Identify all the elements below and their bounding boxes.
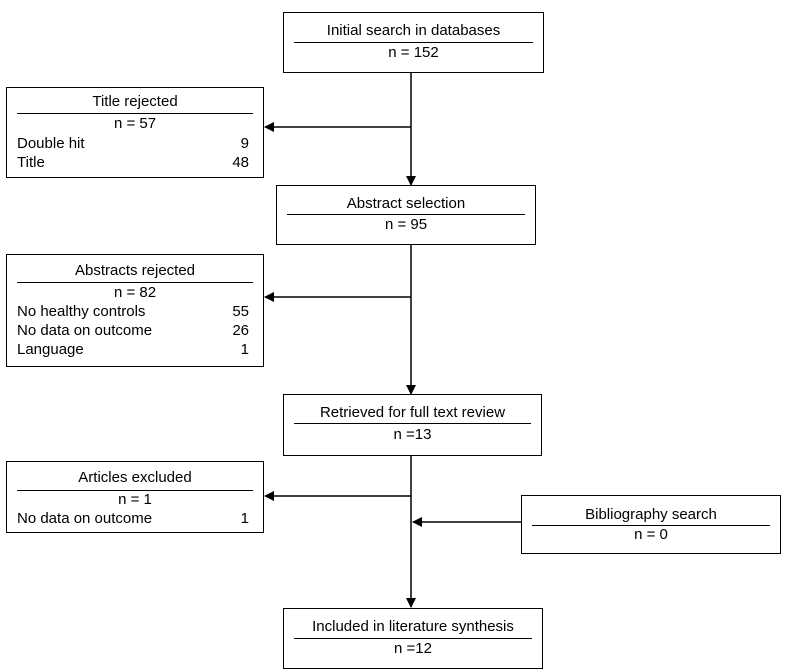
articles-excluded-box: Articles excluded n = 1 No data on outco… xyxy=(6,461,264,533)
title-rejected-title: Title rejected xyxy=(92,93,178,110)
initial-search-box: Initial search in databases n = 152 xyxy=(283,12,544,73)
abstracts-rejected-box: Abstracts rejected n = 82 No healthy con… xyxy=(6,254,264,367)
bibliography-search-divider xyxy=(532,525,770,526)
abstract-selection-title: Abstract selection xyxy=(346,195,466,212)
fulltext-review-title: Retrieved for full text review xyxy=(319,404,506,421)
fulltext-review-divider xyxy=(294,423,531,424)
abstract-selection-divider xyxy=(287,214,525,215)
included-synthesis-box: Included in literature synthesis n =12 xyxy=(283,608,543,669)
articles-excluded-divider xyxy=(17,490,253,491)
title-rejected-box: Title rejected n = 57 Double hit 9 Title… xyxy=(6,87,264,178)
included-synthesis-count: n =12 xyxy=(394,640,432,657)
initial-search-divider xyxy=(294,42,533,43)
list-item-value: 26 xyxy=(232,322,249,339)
list-item-value: 1 xyxy=(240,341,249,358)
list-item-label: No healthy controls xyxy=(17,303,146,320)
bibliography-search-title: Bibliography search xyxy=(585,506,717,523)
abstracts-rejected-divider xyxy=(17,282,253,283)
initial-search-count: n = 152 xyxy=(388,44,439,61)
title-rejected-count: n = 57 xyxy=(113,115,157,132)
title-rejected-divider xyxy=(17,113,253,114)
fulltext-review-box: Retrieved for full text review n =13 xyxy=(283,394,542,456)
list-item-label: Double hit xyxy=(17,135,85,152)
fulltext-review-count: n =13 xyxy=(393,426,432,443)
list-item-label: No data on outcome xyxy=(17,322,153,339)
abstract-selection-count: n = 95 xyxy=(384,216,428,233)
included-synthesis-divider xyxy=(294,638,532,639)
abstracts-rejected-title: Abstracts rejected xyxy=(74,262,196,279)
list-item-label: Language xyxy=(17,341,84,358)
list-item-label: No data on outcome xyxy=(17,510,153,527)
list-item-value: 48 xyxy=(232,154,249,171)
articles-excluded-count: n = 1 xyxy=(118,491,152,508)
initial-search-title: Initial search in databases xyxy=(326,22,501,39)
list-item-value: 1 xyxy=(240,510,249,527)
bibliography-search-count: n = 0 xyxy=(634,526,668,543)
list-item-value: 9 xyxy=(240,135,249,152)
articles-excluded-title: Articles excluded xyxy=(78,469,192,486)
abstract-selection-box: Abstract selection n = 95 xyxy=(276,185,536,245)
list-item-value: 55 xyxy=(232,303,249,320)
list-item-label: Title xyxy=(17,154,45,171)
abstracts-rejected-count: n = 82 xyxy=(113,284,157,301)
bibliography-search-box: Bibliography search n = 0 xyxy=(521,495,781,554)
included-synthesis-title: Included in literature synthesis xyxy=(312,618,514,635)
